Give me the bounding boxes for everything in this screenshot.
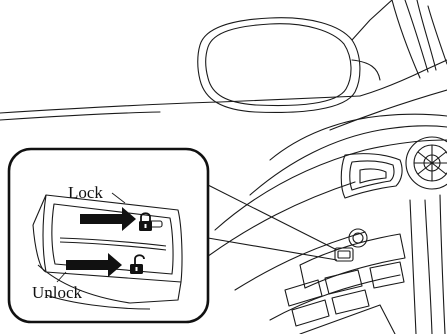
door-handle: [341, 154, 402, 198]
window-switch-panel: [285, 234, 405, 334]
mirror-adjuster: [349, 229, 367, 247]
side-mirror: [198, 18, 380, 113]
callout-box: Lock Unlock: [9, 149, 208, 322]
air-vent: [406, 137, 447, 189]
unlock-label: Unlock: [32, 283, 83, 302]
lock-label: Lock: [68, 183, 103, 202]
